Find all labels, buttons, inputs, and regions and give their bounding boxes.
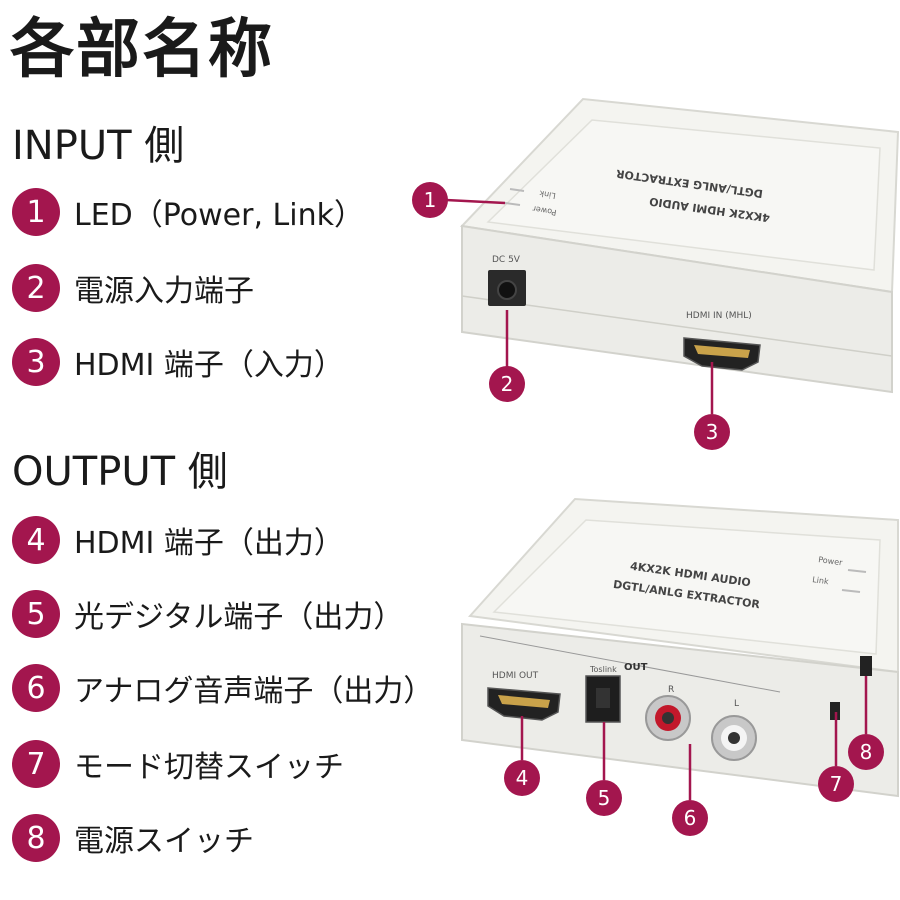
output-heading: OUTPUT 側 [12,449,228,495]
power-switch [860,656,872,676]
led-power-label: Power [818,555,844,567]
callout-5: 5 [586,780,622,816]
hdmi-out-port-inner [498,695,550,708]
hdmi-out-label: HDMI OUT [492,671,539,681]
dc-jack-hole [497,280,517,300]
number-badge: 2 [12,264,60,312]
led-link-label: Link [538,189,556,201]
callout-7: 7 [818,766,854,802]
output-device: 4KX2K HDMI AUDIO DGTL/ANLG EXTRACTOR Pow… [461,497,899,800]
rca-r-hole [662,712,674,724]
led-power [504,202,521,206]
item-label: HDMI 端子（入力） [74,348,344,383]
item-label: 電源スイッチ [74,824,254,859]
item-label: モード切替スイッチ [74,750,344,785]
hdmi-in-port-inner [694,345,750,358]
page-title: 各部名称 [10,13,274,87]
hdmi-in-label: HDMI IN (MHL) [686,311,752,321]
leader-1 [445,198,506,205]
number-badge: 7 [12,740,60,788]
led-link-label: Link [812,575,830,586]
list-item: 5 光デジタル端子（出力） [12,590,403,638]
led-link [841,589,861,593]
item-label: アナログ音声端子（出力） [74,674,434,709]
callout-3: 3 [694,414,730,450]
rca-r-label: R [668,685,674,695]
toslink-port-inner [596,688,610,708]
item-label: 電源入力端子 [74,274,254,309]
callout-8: 8 [848,734,884,770]
number-badge: 4 [12,516,60,564]
led-link [509,188,525,192]
device-top-inset [492,519,881,655]
led-power-label: Power [531,204,557,217]
input-device: 4KX2K HDMI AUDIO DGTL/ANLG EXTRACTOR Pow… [445,97,900,414]
list-item: 7 モード切替スイッチ [12,740,344,788]
item-label: LED（Power, Link） [74,198,364,233]
dc-label: DC 5V [492,255,521,265]
number-badge: 1 [12,188,60,236]
callout-4: 4 [504,760,540,796]
device-seam [461,295,893,357]
mode-switch [830,702,840,720]
number-badge: 3 [12,338,60,386]
out-label: OUT [624,662,648,673]
input-heading: INPUT 側 [12,123,185,169]
number-badge: 5 [12,590,60,638]
device-top-inset [486,119,881,271]
list-item: 2 電源入力端子 [12,264,254,312]
item-label: HDMI 端子（出力） [74,526,344,561]
list-item: 1 LED（Power, Link） [12,188,364,236]
number-badge: 8 [12,814,60,862]
rca-l-label: L [734,699,739,709]
device-seam [479,635,781,693]
callout-6: 6 [672,800,708,836]
item-label: 光デジタル端子（出力） [74,600,404,635]
list-item: 4 HDMI 端子（出力） [12,516,344,564]
list-item: 6 アナログ音声端子（出力） [12,664,433,712]
toslink-label: Toslink [589,665,617,674]
rca-l-hole [728,732,740,744]
list-item: 3 HDMI 端子（入力） [12,338,344,386]
number-badge: 6 [12,664,60,712]
led-power [847,569,867,573]
callout-2: 2 [489,366,525,402]
callout-1: 1 [412,182,448,218]
list-item: 8 電源スイッチ [12,814,254,862]
